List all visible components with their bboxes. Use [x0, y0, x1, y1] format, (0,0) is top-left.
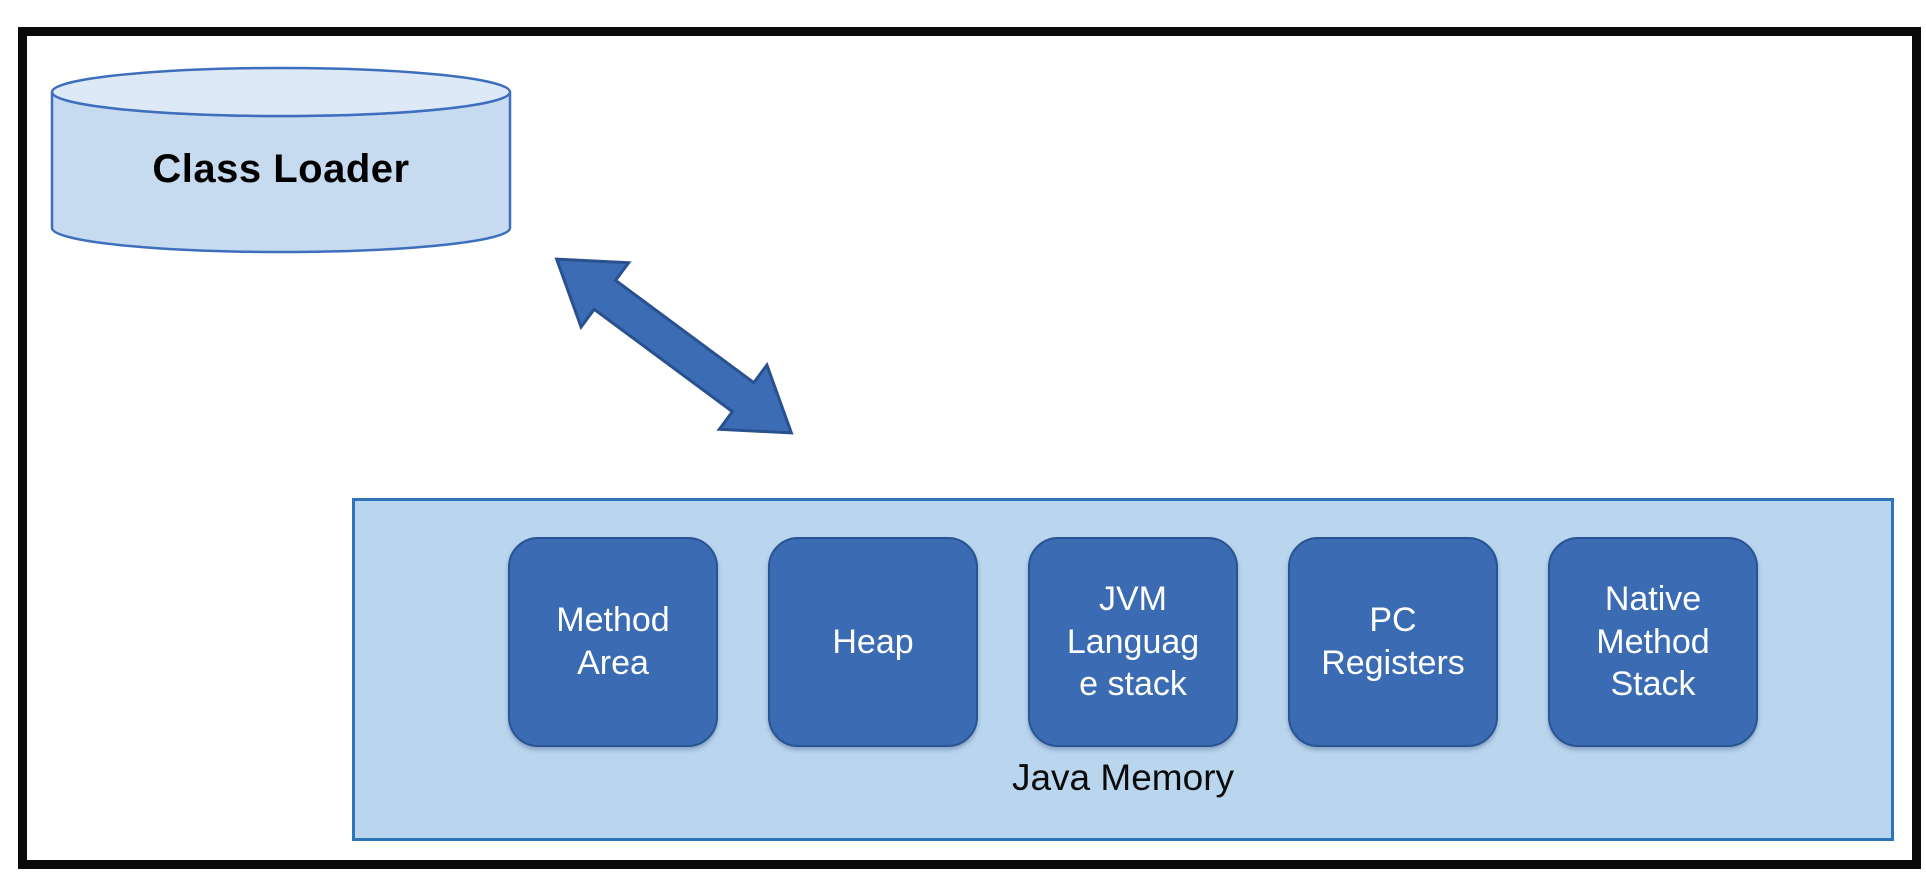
class-loader-label: Class Loader: [152, 147, 410, 191]
memory-box-method-area: Method Area: [508, 537, 718, 747]
cylinder-shape: [50, 66, 512, 254]
java-memory-label: Java Memory: [1011, 757, 1235, 798]
memory-box-jvm-language-stack: JVM Languag e stack: [1028, 537, 1238, 747]
memory-box-heap: Heap: [768, 537, 978, 747]
double-arrow-icon: [554, 257, 794, 435]
java-memory-container: Method Area Heap JVM Languag e stack PC …: [352, 498, 1894, 841]
memory-box-pc-registers: PC Registers: [1288, 537, 1498, 747]
memory-box-native-method-stack: Native Method Stack: [1548, 537, 1758, 747]
memory-box-row: Method Area Heap JVM Languag e stack PC …: [508, 537, 1758, 747]
diagram-frame: [18, 27, 1921, 869]
bidirectional-arrow: [526, 219, 821, 472]
class-loader-cylinder: Class Loader: [50, 65, 512, 255]
